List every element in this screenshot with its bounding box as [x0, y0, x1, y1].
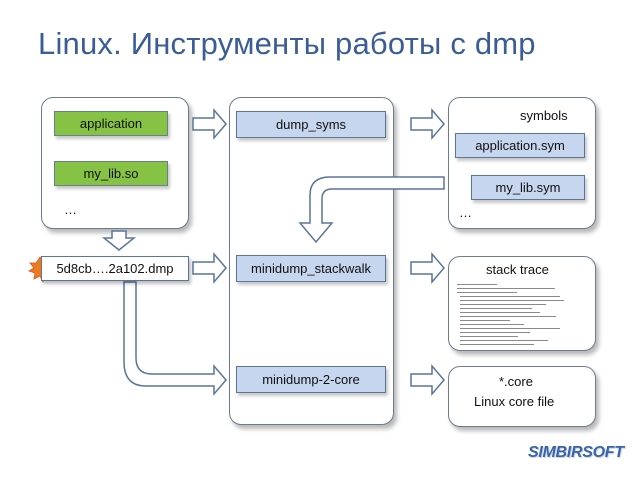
core-file-label: *.core — [499, 374, 533, 389]
arrow-right-icon — [410, 107, 445, 141]
arrow-right-icon — [410, 251, 445, 285]
core-panel — [448, 366, 596, 427]
arrow-down-icon — [101, 230, 137, 251]
company-logo: SIMBIRSOFT — [528, 444, 624, 461]
stack-trace-label: stack trace — [486, 262, 549, 277]
symbols-ellipsis: … — [459, 205, 472, 220]
symbols-label: symbols — [520, 108, 568, 123]
binaries-ellipsis: … — [64, 202, 77, 217]
application-box: application — [54, 111, 168, 136]
arrow-bent-icon — [298, 176, 445, 244]
my-lib-so-box: my_lib.so — [54, 161, 168, 186]
core-file-description: Linux core file — [474, 394, 555, 409]
dump-file-box: 5d8cb….2a102.dmp — [41, 256, 189, 281]
slide-title: Linux. Инструменты работы с dmp — [38, 26, 536, 61]
minidump-stackwalk-box: minidump_stackwalk — [236, 255, 386, 282]
arrow-bent-icon — [123, 281, 227, 397]
arrow-right-icon — [192, 107, 227, 141]
symbols-panel — [448, 97, 596, 229]
arrow-right-icon — [410, 363, 445, 397]
dump-syms-box: dump_syms — [236, 111, 386, 138]
application-sym-box: application.sym — [455, 133, 585, 158]
minidump-2-core-box: minidump-2-core — [236, 366, 386, 393]
my-lib-sym-box: my_lib.sym — [471, 175, 585, 200]
stack-trace-panel — [448, 256, 596, 351]
arrow-right-icon — [192, 251, 227, 285]
